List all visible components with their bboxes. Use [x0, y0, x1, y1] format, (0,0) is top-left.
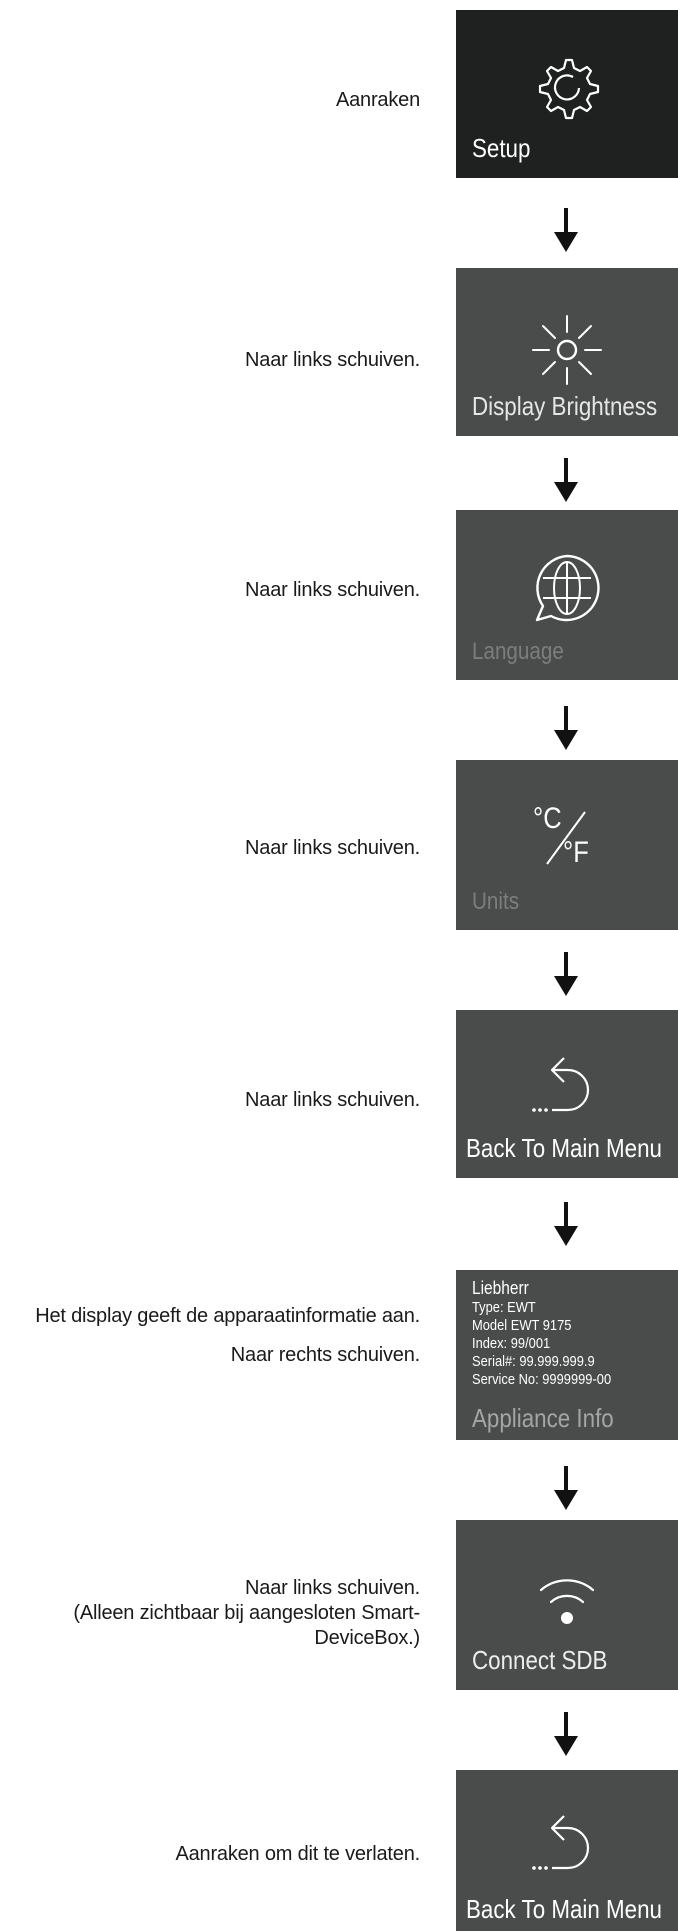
tile-label: Appliance Info	[472, 1403, 614, 1433]
info-brand: Liebherr	[472, 1278, 529, 1298]
instruction-text: Het display geeft de apparaatinformatie …	[35, 1305, 420, 1327]
tile-label: Units	[472, 888, 520, 915]
tile-label: Display Brightness	[472, 391, 658, 421]
units-celsius: °C	[533, 802, 562, 835]
instruction-text: Naar links schuiven.	[245, 1089, 420, 1111]
info-line: Serial#: 99.999.999.9	[472, 1353, 595, 1370]
down-arrow-icon	[554, 208, 578, 252]
instruction-text: Aanraken	[335, 89, 420, 111]
appliance-info-text: Liebherr Type: EWT Model EWT 9175 Index:…	[472, 1278, 611, 1389]
units-fahrenheit: °F	[563, 836, 589, 869]
instruction-setup: Aanraken	[20, 88, 420, 113]
tile-setup[interactable]: Setup	[456, 10, 678, 178]
down-arrow-icon	[554, 1202, 578, 1246]
down-arrow-icon	[554, 706, 578, 750]
instruction-connect-sdb: Naar links schuiven. (Alleen zichtbaar b…	[20, 1576, 420, 1651]
down-arrow-icon	[554, 952, 578, 996]
globe-speech-icon	[456, 550, 678, 626]
celsius-fahrenheit-icon: °C °F	[456, 802, 678, 872]
instruction-language: Naar links schuiven.	[20, 578, 420, 603]
instruction-text: Naar rechts schuiven.	[230, 1344, 420, 1366]
tile-appliance-info[interactable]: Liebherr Type: EWT Model EWT 9175 Index:…	[456, 1270, 678, 1440]
down-arrow-icon	[554, 1712, 578, 1756]
instruction-units: Naar links schuiven.	[20, 836, 420, 861]
instruction-text: Naar links schuiven.	[245, 579, 420, 601]
tile-display-brightness[interactable]: Display Brightness	[456, 268, 678, 436]
tile-units[interactable]: °C °F Units	[456, 760, 678, 930]
tile-label: Setup	[472, 133, 531, 163]
tile-label: Back To Main Menu	[466, 1894, 662, 1924]
instruction-text: Naar links schuiven. (Alleen zichtbaar b…	[73, 1577, 420, 1649]
tile-label: Back To Main Menu	[466, 1133, 662, 1163]
info-line: Type: EWT	[472, 1299, 536, 1316]
tile-language[interactable]: Language	[456, 510, 678, 680]
sun-icon	[456, 312, 678, 388]
gear-icon	[456, 52, 678, 122]
instruction-exit: Aanraken om dit te verlaten.	[20, 1842, 420, 1867]
back-arrow-icon	[456, 1050, 678, 1130]
info-line: Model EWT 9175	[472, 1317, 572, 1334]
tile-back-to-main-menu-exit[interactable]: Back To Main Menu	[456, 1770, 678, 1931]
back-arrow-icon	[456, 1808, 678, 1888]
tile-back-to-main-menu[interactable]: Back To Main Menu	[456, 1010, 678, 1178]
tile-label: Connect SDB	[472, 1645, 608, 1675]
info-line: Service No: 9999999-00	[472, 1371, 612, 1388]
info-line: Index: 99/001	[472, 1335, 551, 1352]
instruction-appliance-info: Het display geeft de apparaatinformatie …	[20, 1304, 420, 1368]
instruction-brightness: Naar links schuiven.	[20, 348, 420, 373]
wifi-icon	[456, 1562, 678, 1632]
down-arrow-icon	[554, 458, 578, 502]
tile-connect-sdb[interactable]: Connect SDB	[456, 1520, 678, 1690]
instruction-text: Naar links schuiven.	[245, 349, 420, 371]
instruction-back-main-menu: Naar links schuiven.	[20, 1088, 420, 1113]
instruction-text: Naar links schuiven.	[245, 837, 420, 859]
down-arrow-icon	[554, 1466, 578, 1510]
instruction-text: Aanraken om dit te verlaten.	[175, 1843, 420, 1865]
tile-label: Language	[472, 638, 564, 665]
